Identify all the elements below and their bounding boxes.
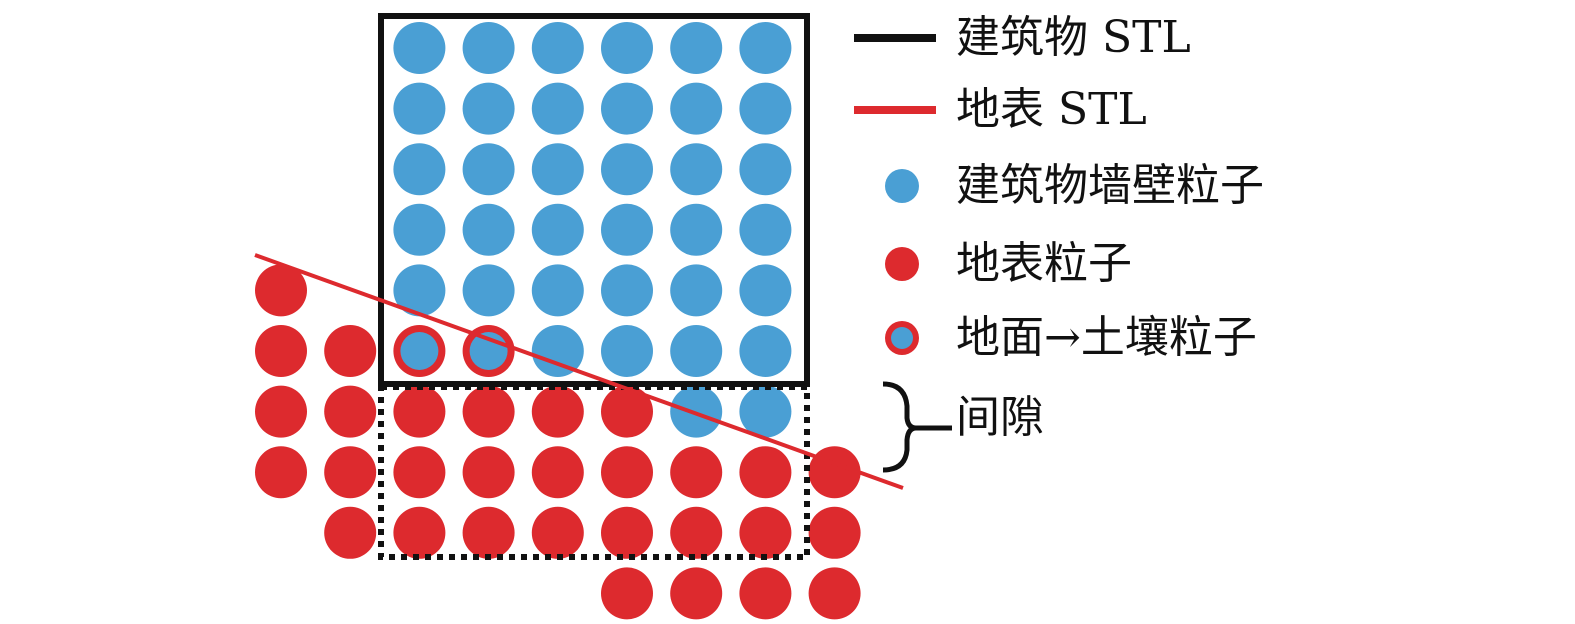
ground-to-soil-particle-core — [400, 332, 439, 370]
building-wall-particle — [531, 325, 584, 377]
building-wall-particle — [670, 143, 723, 196]
building-wall-particle — [393, 143, 446, 196]
building-wall-particle — [670, 82, 723, 135]
ground-particle — [531, 446, 584, 499]
gap-label: 间隙 — [956, 392, 1044, 443]
legend-label: 地面→土壤粒子 — [956, 312, 1257, 363]
ground-particle — [601, 446, 653, 499]
legend-item-wall-particle: 建筑物墙壁粒子 — [850, 156, 1550, 216]
building-wall-particle — [601, 264, 653, 317]
ground-particle — [739, 446, 792, 499]
building-wall-particle — [739, 203, 792, 256]
building-wall-particle — [670, 264, 723, 317]
building-wall-particle — [393, 82, 446, 135]
ground-particle — [670, 506, 723, 559]
ground-particle — [531, 506, 584, 559]
ground-particle — [462, 446, 515, 499]
building-stl-outline — [378, 13, 810, 387]
building-wall-particle — [462, 82, 515, 135]
legend-item-ground-stl: 地表 STL — [850, 80, 1550, 140]
building-wall-particle — [393, 264, 446, 317]
ground-particle — [531, 385, 584, 438]
ground-particle — [462, 385, 515, 438]
building-wall-particle — [601, 82, 653, 135]
ground-particle — [808, 446, 861, 499]
building-wall-particle — [531, 203, 584, 256]
legend-item-building-stl: 建筑物 STL — [850, 8, 1550, 68]
building-wall-particle — [462, 143, 515, 196]
ground-stl-line — [254, 253, 904, 490]
ground-particle — [393, 506, 446, 559]
legend-label: 建筑物 STL — [956, 12, 1191, 63]
legend-label: 地表粒子 — [956, 238, 1132, 289]
ground-particle — [324, 385, 377, 438]
building-wall-particle — [531, 143, 584, 196]
building-wall-particle — [739, 82, 792, 135]
building-wall-particle — [531, 264, 584, 317]
gap-region-outline — [378, 384, 810, 560]
red-line-symbol — [854, 106, 936, 114]
building-wall-particle — [601, 325, 653, 377]
legend-item-ground-to-soil-particle: 地面→土壤粒子 — [850, 308, 1550, 368]
ground-particle — [255, 385, 307, 438]
black-line-symbol — [854, 34, 936, 42]
building-wall-particles — [393, 22, 792, 438]
ground-particle — [601, 567, 653, 620]
ground-particle — [324, 446, 377, 499]
ground-particle — [670, 567, 723, 620]
ground-particle — [670, 446, 723, 499]
ground-particle — [739, 567, 792, 620]
building-wall-particle — [670, 22, 723, 74]
building-wall-particle — [739, 325, 792, 377]
building-wall-particle — [601, 143, 653, 196]
ground-particle — [255, 446, 307, 499]
gap-bracket — [882, 381, 952, 473]
ground-particle — [393, 446, 446, 499]
legend-label: 建筑物墙壁粒子 — [956, 160, 1264, 211]
blue-dot-symbol — [885, 169, 919, 203]
ground-particle — [808, 506, 861, 559]
building-wall-particle — [462, 264, 515, 317]
building-wall-particle — [462, 203, 515, 256]
ground-particle — [808, 567, 861, 620]
ground-to-soil-particles — [393, 325, 515, 377]
building-wall-particle — [393, 203, 446, 256]
building-wall-particle — [739, 264, 792, 317]
ground-particle — [324, 506, 377, 559]
ground-particles — [255, 264, 861, 620]
legend-item-ground-particle: 地表粒子 — [850, 234, 1550, 294]
building-wall-particle — [462, 22, 515, 74]
legend-label: 地表 STL — [956, 84, 1147, 135]
ground-particle — [324, 325, 377, 377]
building-wall-particle — [393, 22, 446, 74]
ground-particle — [462, 506, 515, 559]
red-dot-symbol — [885, 247, 919, 281]
ringed-dot-symbol — [885, 321, 919, 355]
ground-particle — [601, 385, 653, 438]
ground-particle — [601, 506, 653, 559]
building-wall-particle — [739, 143, 792, 196]
building-wall-particle — [739, 22, 792, 74]
ground-particle — [739, 506, 792, 559]
building-wall-particle — [531, 82, 584, 135]
ground-particle — [393, 385, 446, 438]
building-wall-particle — [601, 203, 653, 256]
building-wall-particle — [739, 385, 792, 438]
ground-particle — [255, 264, 307, 317]
ground-particle — [255, 325, 307, 377]
building-wall-particle — [601, 22, 653, 74]
building-wall-particle — [670, 325, 723, 377]
building-wall-particle — [670, 203, 723, 256]
building-wall-particle — [531, 22, 584, 74]
